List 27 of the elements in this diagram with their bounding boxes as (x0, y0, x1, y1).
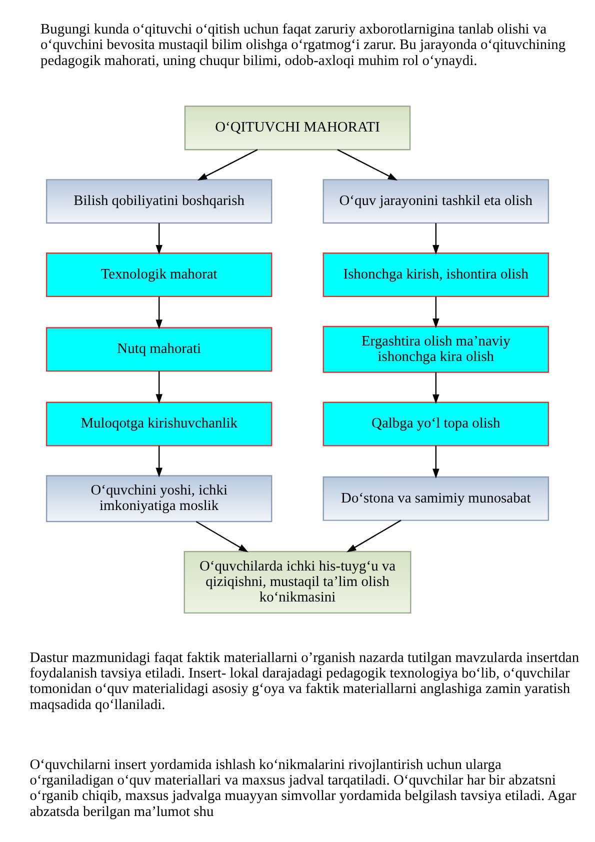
arrow (156, 296, 162, 330)
arrow (432, 372, 440, 404)
arrow (432, 223, 440, 255)
node-box: Ishonchga kirish, ishontira olish (322, 252, 550, 298)
node-box: Do‘stona va samimiy munosabat (322, 476, 550, 521)
label: Bugungi kunda o‘qituvchi o‘qitish uchun faqat zaruriy axborotlarnigina tanlab olishi va o‘quvchini bevosita mustaqil bilim olishga o‘rgatmog‘i zarur. Bu jarayonda o‘qituvchining pedagogik mahorati, uning chuqur bilimi, odob-axloqi muhim rol o‘ynaydi. (40, 22, 566, 69)
node-box: O‘quvchini yoshi, ichki imkoniyatiga moslik (46, 475, 272, 522)
node-box: Ergashtira olish ma’naviy ishonchga kira olish (322, 326, 550, 373)
node-box: Nutq mahorati (46, 327, 272, 372)
arrow (337, 149, 398, 180)
node-box: O‘quvchilarda ichki his-tuyg‘u va qiziqishni, mustaqil ta’lim olish ko‘nikmasini (184, 550, 412, 614)
arrow (156, 446, 162, 478)
arrow (346, 520, 402, 552)
arrow (156, 371, 162, 404)
node-box: Qalbga yo‘l topa olish (322, 402, 550, 446)
arrow (156, 223, 162, 255)
arrow (432, 296, 440, 328)
node-box: Texnologik mahorat (46, 252, 272, 298)
arrow (196, 521, 248, 552)
label: O‘quvchilarni insert yordamida ishlash ko‘nikmalarini rivojlantirish uchun ularga o‘rganiladigan o‘quv materiallari va maxsus jadval tarqatiladi. O‘quvchilar har bir abzatsni o‘rganib chiqib, maxsus jadvalga muayyan simvollar yordamida belgilash tavsiya etiladi. Agar abzatsda berilgan ma’lumot shu (30, 756, 576, 820)
node-box: O‘QITUVCHI MAHORATI (184, 106, 411, 150)
node-box: O‘quv jarayonini tashkil eta olish (322, 179, 550, 224)
arrow (432, 446, 440, 478)
label: Dastur mazmunidagi faqat faktik materiallarni o’rganish nazarda tutilgan mavzularda insertdan foydalanish tavsiya etiladi. Insert- lokal darajadagi pedagogik texnologiya bo‘lib, o‘quvchilar tomonidan o‘quv materialidagi asosiy g‘oya va faktik materiallarni anglashiga zamin yaratish maqsadida qo‘llaniladi. (30, 650, 580, 713)
node-box: Bilish qobiliyatini boshqarish (46, 179, 272, 224)
arrow (197, 149, 258, 180)
node-box: Muloqotga kirishuvchanlik (46, 402, 272, 446)
